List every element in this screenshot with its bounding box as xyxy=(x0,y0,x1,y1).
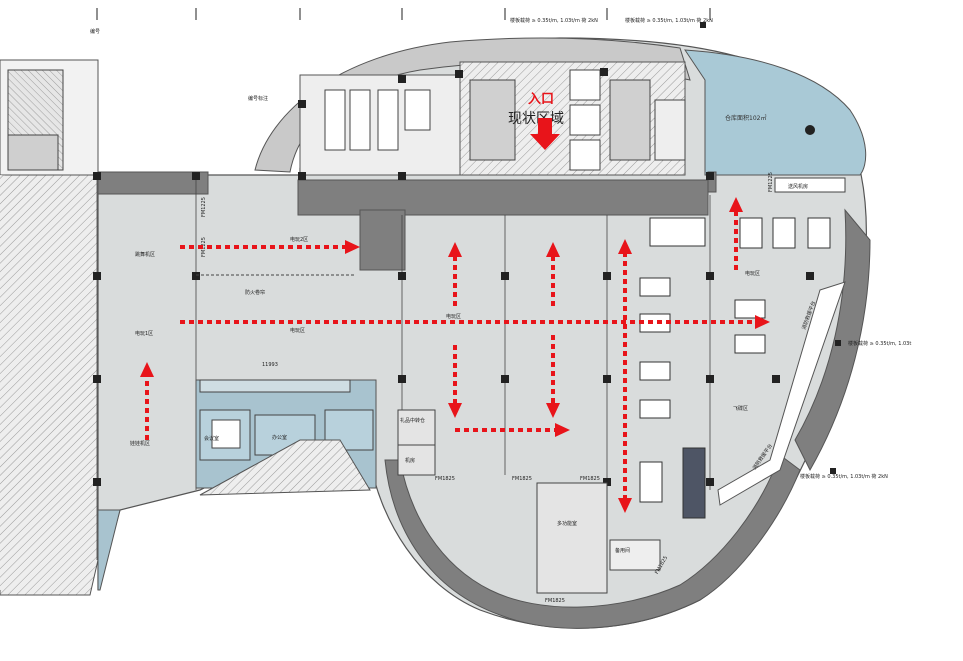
center-small-rooms xyxy=(397,409,436,476)
prize-zone-label: 娃娃机区 xyxy=(130,440,150,447)
note-right-1: 楼板载荷 ≥ 0.35t/m, 1.03t xyxy=(848,340,911,347)
entrance-label: 入口 xyxy=(528,92,554,107)
note-top-1: 楼板载荷 ≥ 0.35t/m, 1.03t/m 荷 2kN xyxy=(510,17,598,24)
warehouse-area xyxy=(684,49,867,176)
top-core xyxy=(299,61,686,176)
door-fm3: FM1825 xyxy=(435,476,455,482)
machine-room-label: 机房 xyxy=(405,457,415,464)
arcade-zone-2-label: 电玩2区 xyxy=(290,236,308,243)
cashier-label: 礼品中转仓 xyxy=(400,417,425,424)
arcade-zone-1-label: 电玩1区 xyxy=(135,330,153,337)
door-fm7: FM1225 xyxy=(768,172,774,192)
door-fm5: FM1825 xyxy=(580,476,600,482)
arcade-zone-main-label: 电玩区 xyxy=(290,327,305,334)
corridor-walls xyxy=(97,171,717,271)
note-left-top: 编号 xyxy=(90,28,100,35)
dashed-arrow-icon xyxy=(140,197,770,513)
right-machines xyxy=(639,217,831,503)
axis-ticks-top xyxy=(96,8,711,20)
warehouse-label: 仓库面积102㎡ xyxy=(725,114,766,122)
door-fm2: FM1225 xyxy=(201,237,207,257)
note-mid-top: 编号标注 xyxy=(248,95,268,102)
dark-room xyxy=(682,447,706,519)
multi-room xyxy=(536,482,608,594)
office-label: 办公室 xyxy=(272,434,287,441)
arcade-zone-right-label: 电玩区 xyxy=(745,270,760,277)
note-top-2: 楼板载荷 ≥ 0.35t/m, 1.03t/m 荷 2kN xyxy=(625,17,713,24)
arcade-zone-center-label: 电玩区 xyxy=(446,313,461,320)
ventilation-room-label: 送风机房 xyxy=(788,183,808,190)
down-arrow-icon xyxy=(530,118,560,150)
multi-room-label: 多功能室 xyxy=(557,520,577,527)
note-right-2: 楼板载荷 ≥ 0.35t/m, 1.03t/m 荷 2kN xyxy=(800,473,888,480)
door-fm6: FM1825 xyxy=(545,598,565,604)
fire-shutter-label: 防火卷帘 xyxy=(245,289,265,296)
outer-wall xyxy=(254,37,871,629)
flow-arrows xyxy=(145,210,755,500)
door-fm1: FM1225 xyxy=(201,197,207,217)
meeting-room-label: 会议室 xyxy=(204,435,219,442)
standby-room-label: 备用间 xyxy=(615,547,630,554)
dim-top-label: 11993 xyxy=(262,362,278,368)
racing-zone-label: 飞碟区 xyxy=(733,405,748,412)
standby-room xyxy=(609,539,661,571)
dance-zone-label: 跳舞机区 xyxy=(135,251,155,258)
columns xyxy=(93,22,841,486)
hatched-wedge xyxy=(199,439,371,496)
ventilation-room xyxy=(774,177,846,193)
existing-area-label: 现状区域 xyxy=(508,111,564,127)
blue-corner xyxy=(97,509,121,591)
fire-platform xyxy=(717,281,846,506)
door-fm4: FM1825 xyxy=(512,476,532,482)
left-external-area xyxy=(0,59,99,596)
